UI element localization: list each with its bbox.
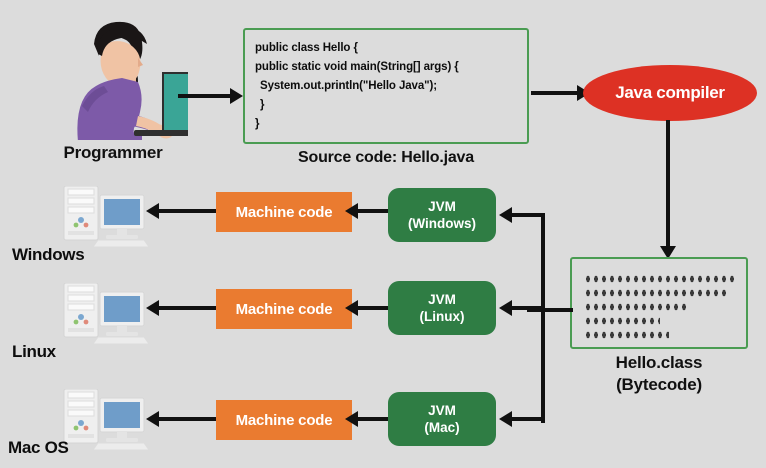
- machine-code-box-linux: Machine code: [216, 289, 352, 329]
- source-code-line: public class Hello {: [255, 42, 358, 54]
- arrow-bus-to-jvm-linux: [499, 300, 545, 317]
- machine-code-box-windows: Machine code: [216, 192, 352, 232]
- arrow-machinecode-to-macos: [146, 411, 218, 428]
- os-label-linux: Linux: [12, 342, 56, 361]
- arrow-jvm-to-machinecode-windows: [345, 203, 389, 220]
- source-code-box: public class Hello { public static void …: [243, 28, 529, 144]
- arrow-machinecode-to-linux: [146, 300, 218, 317]
- arrow-jvm-to-machinecode-linux: [345, 300, 389, 317]
- jvm-label-line2: (Mac): [424, 420, 460, 435]
- bytecode-dot-row: [584, 314, 660, 328]
- bytecode-dot-row: [584, 328, 669, 342]
- source-code-line: }: [255, 118, 260, 130]
- arrow-bus-to-jvm-windows: [499, 207, 545, 224]
- os-label-windows: Windows: [12, 245, 85, 264]
- machine-code-label: Machine code: [235, 203, 333, 221]
- jvm-label-line2: (Linux): [419, 309, 465, 324]
- bytecode-dot-row: [584, 272, 736, 286]
- bytecode-caption-line2: (Bytecode): [616, 375, 702, 394]
- jvm-box-macos: JVM (Mac): [388, 392, 496, 446]
- java-compiler-label: Java compiler: [615, 83, 725, 102]
- arrow-jvm-to-machinecode-macos: [345, 411, 389, 428]
- jvm-box-windows: JVM (Windows): [388, 188, 496, 242]
- machine-code-label: Machine code: [235, 300, 333, 318]
- arrow-source-to-compiler: [531, 85, 591, 102]
- jvm-box-linux: JVM (Linux): [388, 281, 496, 335]
- bytecode-dot-row: [584, 300, 686, 314]
- source-code-line: System.out.println("Hello Java");: [260, 80, 437, 92]
- arrow-bus-to-jvm-mac: [499, 411, 545, 428]
- jvm-label-line1: JVM: [428, 292, 456, 307]
- source-code-caption: Source code: Hello.java: [298, 149, 474, 166]
- bytecode-box: [570, 257, 748, 349]
- source-code-line: }: [260, 99, 265, 111]
- arrow-compiler-to-bytecode: [660, 120, 677, 260]
- os-label-macos: Mac OS: [8, 438, 69, 457]
- desktop-computer-icon: [52, 185, 150, 248]
- machine-code-box-macos: Machine code: [216, 400, 352, 440]
- jvm-label-line1: JVM: [428, 403, 456, 418]
- programmer-illustration: [38, 14, 200, 146]
- machine-code-label: Machine code: [235, 411, 333, 429]
- source-code-line: public static void main(String[] args) {: [255, 61, 459, 73]
- jvm-label-line1: JVM: [428, 199, 456, 214]
- programmer-label: Programmer: [63, 143, 163, 162]
- bus-vertical: [541, 215, 545, 423]
- bus-stub-bytecode: [527, 308, 573, 312]
- desktop-computer-icon: [52, 282, 150, 345]
- jvm-label-line2: (Windows): [407, 216, 477, 231]
- arrow-machinecode-to-windows: [146, 203, 218, 220]
- java-compiler-node: Java compiler: [583, 65, 757, 121]
- bytecode-caption-line1: Hello.class: [615, 353, 703, 372]
- desktop-computer-icon: [52, 388, 150, 451]
- arrow-programmer-to-source: [178, 88, 244, 105]
- bytecode-dot-row: [584, 286, 726, 300]
